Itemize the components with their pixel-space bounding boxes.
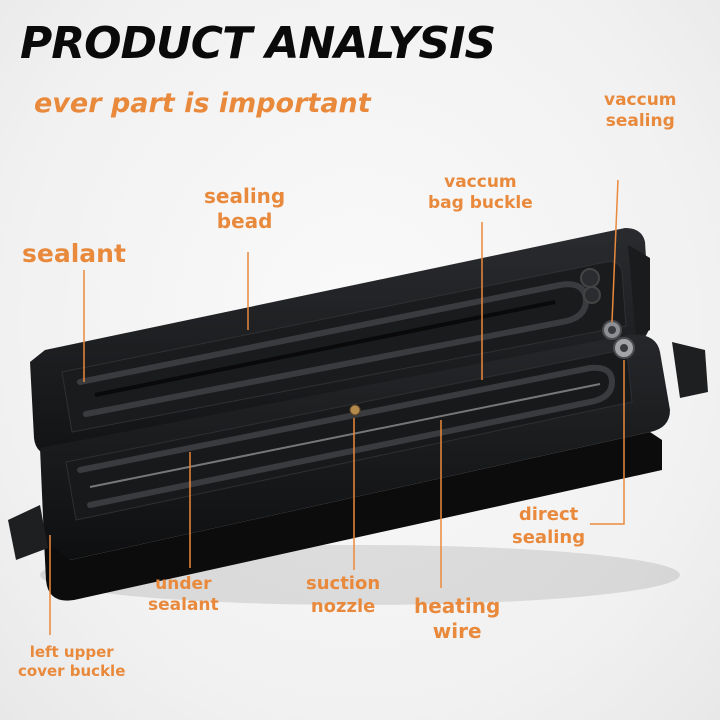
label-vaccum-bag-buckle: vaccum bag buckle — [428, 172, 533, 214]
label-sealant: sealant — [22, 239, 126, 268]
label-direct-sealing: direct sealing — [512, 504, 586, 548]
page-subtitle: ever part is important — [34, 88, 371, 119]
base-front-face — [44, 432, 662, 601]
label-suction-nozzle: suction nozzle — [306, 573, 381, 617]
base-sealing-loop — [77, 364, 616, 508]
label-sealing-bead: sealing bead — [204, 184, 286, 233]
left-buckle — [8, 505, 48, 560]
direct-valve-core — [620, 344, 628, 352]
heating-wire-strip — [89, 383, 601, 488]
page-title: PRODUCT ANALYSIS — [20, 18, 496, 69]
lid-groove — [94, 300, 556, 397]
label-heating-wire: heating wire — [414, 594, 501, 643]
vacuum-valve-core — [608, 326, 616, 334]
leader-direct-sealing — [590, 360, 625, 525]
lid-hole-bottom — [583, 286, 601, 304]
label-under-sealant: under sealant — [148, 574, 219, 616]
right-buckle — [672, 342, 708, 398]
suction-nozzle-dot — [349, 404, 361, 416]
lid-hinge — [628, 245, 650, 338]
lid-hole-top — [580, 268, 600, 288]
label-left-upper-cover-buckle: left upper cover buckle — [18, 643, 126, 680]
label-vaccum-sealing: vaccum sealing — [604, 90, 677, 132]
leader-lines — [49, 179, 625, 635]
leader-vaccum-sealing — [611, 179, 619, 323]
